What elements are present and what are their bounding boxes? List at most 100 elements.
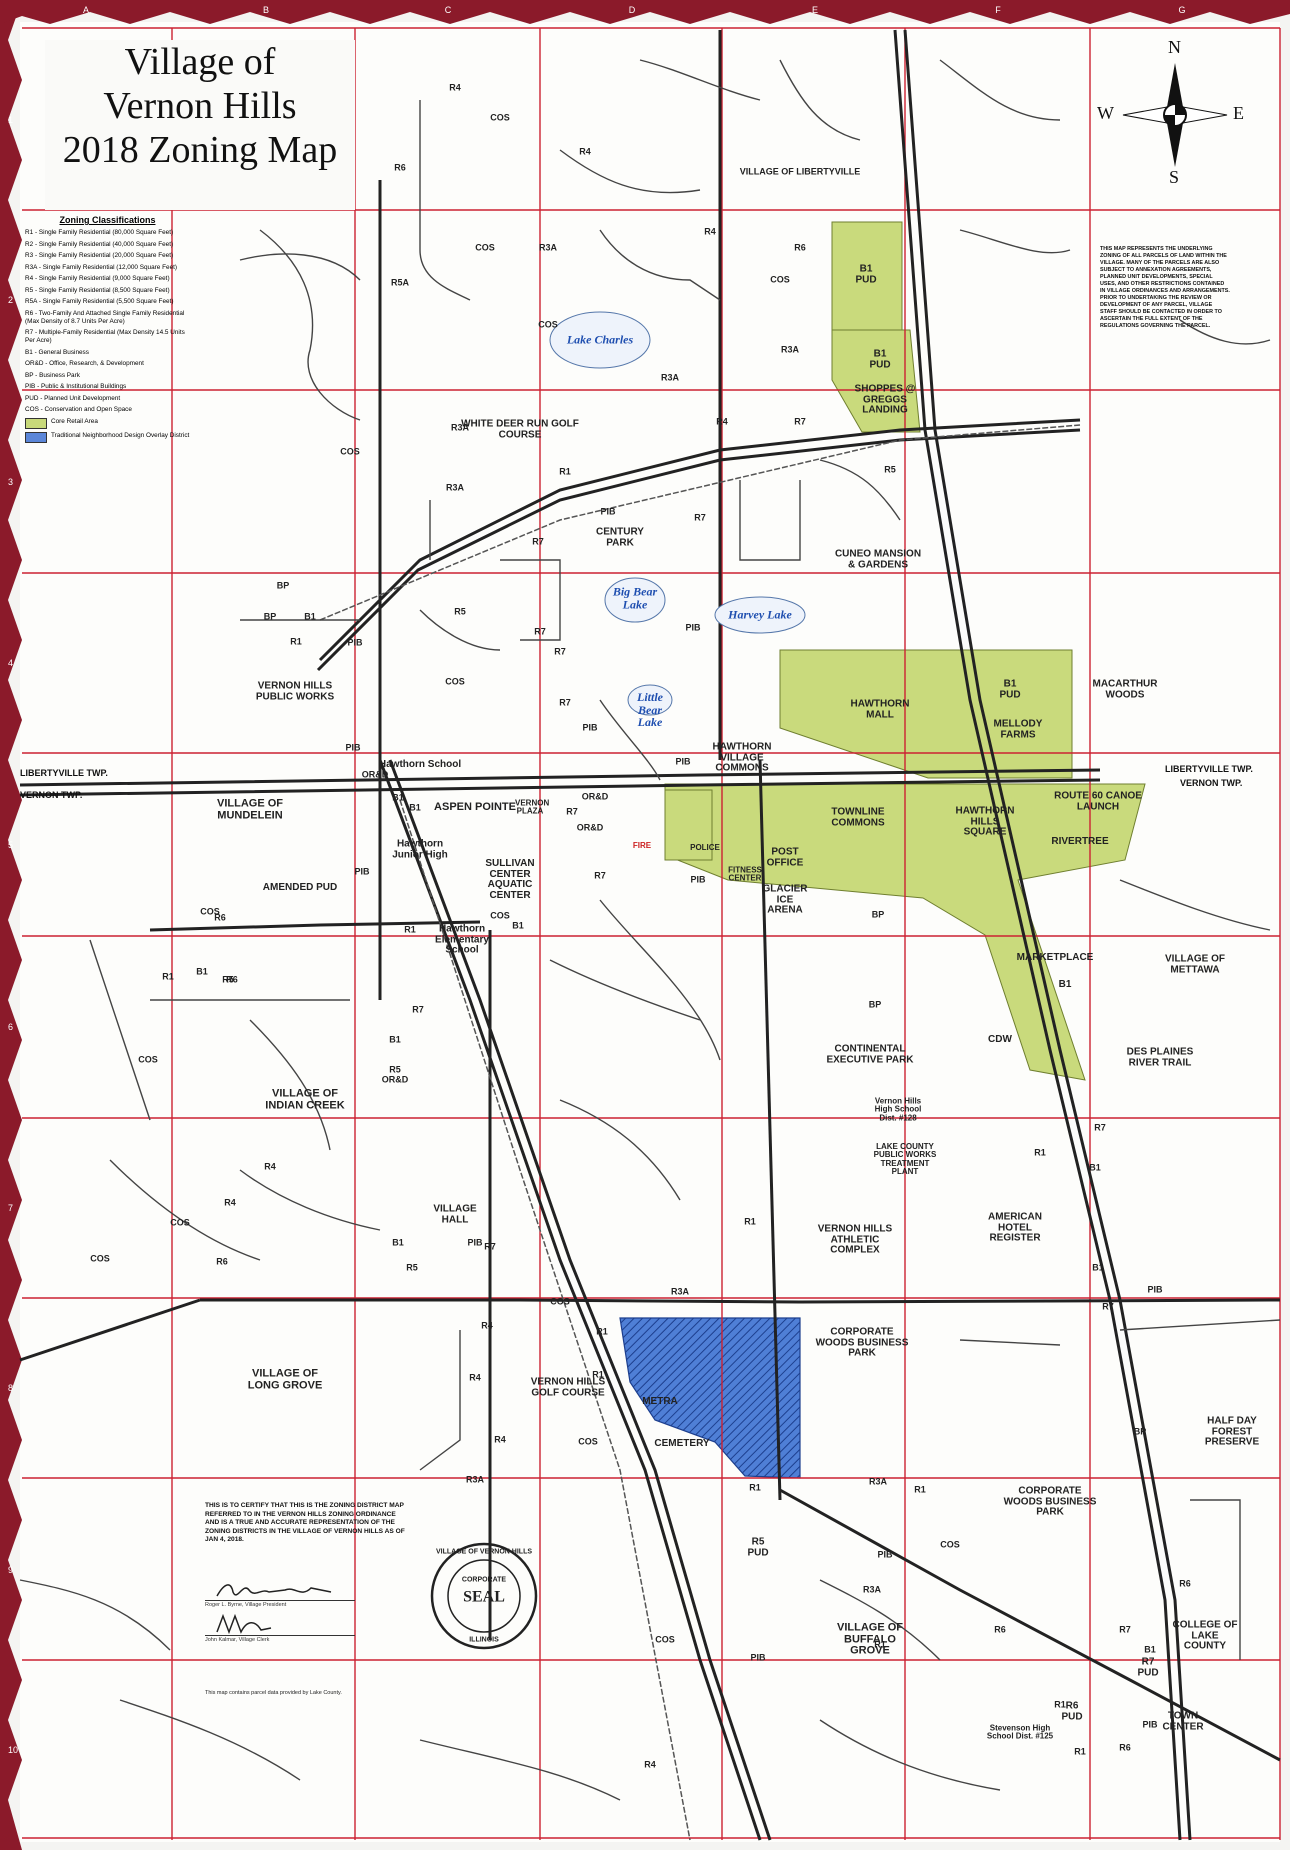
zone-code-label: R4 [494, 1434, 506, 1445]
zone-code-label: R1 [290, 636, 302, 647]
zone-code-label: R1 [749, 1482, 761, 1493]
zone-code-label: R7 [1102, 1301, 1114, 1312]
zone-code-label: R3A [670, 1286, 690, 1297]
place-label: CENTURY PARK [596, 526, 644, 548]
zone-code-label: COS [90, 1253, 110, 1264]
lakes [549, 311, 806, 716]
zone-code-label: BP [263, 611, 277, 622]
zone-code-label: B1 [1144, 1644, 1156, 1655]
legend-text: R3 - Single Family Residential (20,000 S… [25, 252, 174, 259]
township-label: VERNON TWP. [20, 790, 83, 800]
lake-label: Harvey Lake [728, 607, 792, 622]
legend-text: Core Retail Area [51, 417, 98, 425]
zone-code-label: R7 [412, 1004, 424, 1015]
zone-code-label: R7 [559, 697, 571, 708]
place-label: Hawthorn Elementary School [435, 923, 489, 956]
zone-label: B1 PUD [999, 678, 1021, 700]
place-label: VERNON HILLS GOLF COURSE [530, 1376, 606, 1398]
grid-row-label: 4 [8, 658, 14, 668]
legend-item: B1 - General Business [25, 349, 190, 357]
place-label: GLACIER ICE ARENA [762, 883, 808, 916]
place-label: AMERICAN HOTEL REGISTER [988, 1211, 1042, 1244]
zone-code-label: R6 [994, 1624, 1006, 1635]
place-label: VILLAGE OF LIBERTYVILLE [739, 166, 861, 177]
clerk-signature-mark [216, 1613, 272, 1635]
zone-code-label: OR&D [381, 1074, 409, 1085]
zone-code-label: R3A [862, 1584, 882, 1595]
zone-code-label: BP [1133, 1426, 1147, 1437]
zone-code-label: R6 [216, 1256, 228, 1267]
place-label: VERNON HILLS ATHLETIC COMPLEX [817, 1223, 893, 1256]
zone-code-label: R1 [592, 1369, 604, 1380]
zone-code-label: B1 [1092, 1262, 1104, 1273]
zone-code-label: R1 [404, 924, 416, 935]
place-label: AMENDED PUD [262, 881, 338, 893]
major-roads [19, 29, 1281, 1841]
zone-code-label: R3A [868, 1476, 888, 1487]
zone-code-label: R1 [162, 971, 174, 982]
place-label: HALF DAY FOREST PRESERVE [1204, 1415, 1260, 1448]
zone-code-label: R3A [780, 344, 800, 355]
zone-code-label: COS [340, 446, 360, 457]
zone-code-label: R4 [481, 1320, 493, 1331]
zone-code-label: R7 [484, 1241, 496, 1252]
legend-item: PIB - Public & Institutional Buildings [25, 383, 190, 391]
place-label: SHOPPES @ GREGGS LANDING [854, 383, 916, 416]
zone-code-label: R6 [394, 162, 406, 173]
zone-code-label: COS [578, 1436, 598, 1447]
zone-code-label: B1 [392, 792, 404, 803]
zone-code-label: B1 [409, 802, 421, 813]
map-grid [22, 27, 1281, 1840]
map-paper [20, 22, 1280, 1842]
zone-code-label: PIB [467, 1237, 483, 1248]
zone-code-label: COS [538, 319, 558, 330]
zone-label: B1 PUD [869, 348, 891, 370]
legend-title: Zoning Classifications [59, 215, 156, 225]
place-label: ASPEN POINTE [434, 801, 516, 814]
zone-label: R5 PUD [747, 1536, 769, 1558]
compass-east: E [1233, 103, 1244, 123]
zone-code-label: R6 [226, 974, 238, 985]
zone-code-label: R7 [694, 512, 706, 523]
seal-center-text: SEAL [463, 1588, 505, 1606]
president-signature-mark [216, 1584, 332, 1597]
zone-code-label: PIB [690, 874, 706, 885]
zone-code-label: R1 [1074, 1746, 1086, 1757]
title-line: Village of [124, 41, 276, 83]
place-label: FITNESS CENTER [728, 865, 762, 883]
zone-code-label: BP [868, 999, 882, 1010]
place-label: VILLAGE OF BUFFALO GROVE [837, 1621, 903, 1657]
zone-code-label: R7 [554, 646, 566, 657]
legend-item: R7 - Multiple-Family Residential (Max De… [25, 329, 190, 345]
zoning-legend: Zoning Classifications R1 - Single Famil… [25, 215, 190, 447]
lake-label: Lake Charles [566, 332, 634, 347]
grid-column-label: B [262, 5, 270, 15]
zone-label: R6 PUD [1061, 1700, 1083, 1722]
place-label: VILLAGE OF INDIAN CREEK [265, 1087, 345, 1111]
disclaimer-note: This map represents the underlying zonin… [1100, 246, 1230, 329]
place-label: DES PLAINES RIVER TRAIL [1126, 1046, 1194, 1068]
place-label: Stevenson High School Dist. #125 [986, 1723, 1054, 1741]
place-label: Vernon Hills High School Dist. #128 [874, 1096, 922, 1123]
township-label: LIBERTYVILLE TWP. [1165, 764, 1253, 774]
legend-swatch [25, 417, 47, 429]
place-label: METRA [642, 1395, 678, 1407]
zone-code-label: BP [871, 909, 885, 920]
zone-code-label: R1 [1054, 1699, 1066, 1710]
grid-column-label: C [444, 5, 452, 15]
place-label: COLLEGE OF LAKE COUNTY [1172, 1619, 1238, 1652]
legend-swatch [25, 432, 47, 443]
place-label: VERNON PLAZA [515, 798, 550, 816]
left-border [0, 0, 22, 1850]
zone-code-label: R5 [884, 464, 896, 475]
seal-bottom-text: ILLINOIS [469, 1636, 499, 1644]
zone-code-label: PIB [354, 866, 370, 877]
zone-code-label: B1 [304, 611, 316, 622]
zone-code-label: R7 [1119, 1624, 1131, 1635]
zone-code-label: COS [940, 1539, 960, 1550]
zone-code-label: COS [770, 274, 790, 285]
grid-row-label: 10 [8, 1745, 19, 1755]
place-label: HAWTHORN MALL [850, 698, 910, 720]
zone-code-label: PIB [877, 1549, 893, 1560]
